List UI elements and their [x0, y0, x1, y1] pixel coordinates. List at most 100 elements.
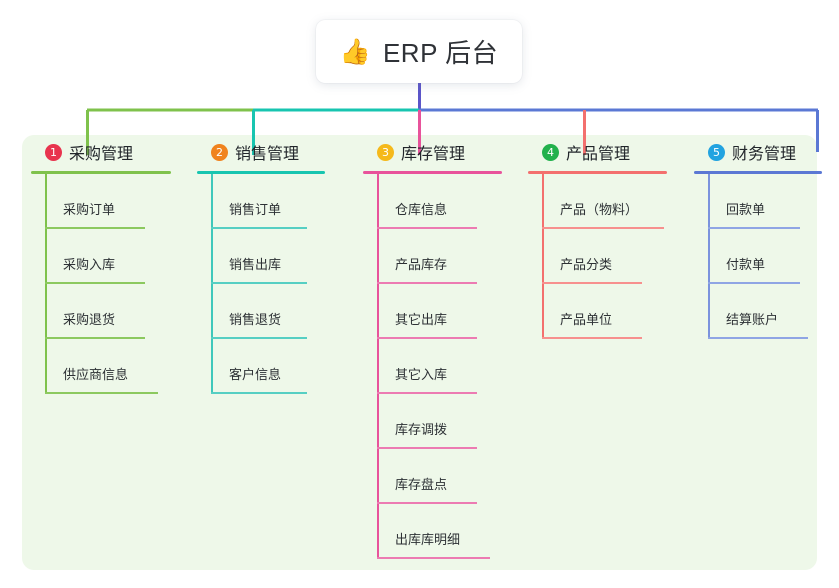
leaf-label: 销售退货 [229, 312, 282, 327]
branch-column-1: 1 采购管理 采购订单 采购入库 采购退货 供应商信 [27, 135, 187, 394]
leaf-item[interactable]: 其它出库 [377, 284, 524, 339]
branch-spine-5 [708, 174, 710, 339]
leaf-label: 其它入库 [395, 367, 448, 382]
branch-leaves-5: 回款单 付款单 结算账户 [690, 174, 839, 339]
branch-leaves-2: 销售订单 销售出库 销售退货 客户信息 [193, 174, 353, 394]
leaf-label: 付款单 [726, 257, 766, 272]
leaf-item[interactable]: 付款单 [708, 229, 839, 284]
branch-leaves-3: 仓库信息 产品库存 其它出库 其它入库 库存调拨 [359, 174, 524, 559]
branch-title-4: 产品管理 [566, 146, 631, 163]
leaf-label: 供应商信息 [63, 367, 129, 382]
leaf-label: 其它出库 [395, 312, 448, 327]
leaf-underline [211, 337, 307, 339]
branch-rule-3 [363, 171, 502, 174]
leaf-label: 回款单 [726, 202, 766, 217]
leaf-item[interactable]: 结算账户 [708, 284, 839, 339]
leaf-label: 采购入库 [63, 257, 116, 272]
root-node-erp-backend[interactable]: 👍 ERP 后台 [316, 20, 522, 83]
leaf-underline [377, 227, 477, 229]
leaf-underline [45, 337, 145, 339]
branch-badge-4: 4 [542, 143, 559, 161]
leaf-underline [542, 337, 642, 339]
branch-rule-5 [694, 171, 822, 174]
branch-title-1: 采购管理 [69, 146, 134, 163]
branch-header-1[interactable]: 1 采购管理 [27, 135, 187, 169]
leaf-underline [45, 282, 145, 284]
leaf-item[interactable]: 产品库存 [377, 229, 524, 284]
leaf-item[interactable]: 库存盘点 [377, 449, 524, 504]
leaf-underline [377, 447, 477, 449]
branch-rule-4 [528, 171, 667, 174]
branch-title-2: 销售管理 [235, 146, 300, 163]
leaf-label: 产品库存 [395, 257, 448, 272]
branch-header-4[interactable]: 4 产品管理 [524, 135, 694, 169]
leaf-item[interactable]: 库存调拨 [377, 394, 524, 449]
leaf-item[interactable]: 销售出库 [211, 229, 353, 284]
branch-badge-5: 5 [708, 143, 725, 161]
leaf-underline [45, 227, 145, 229]
branch-badge-1: 1 [45, 143, 62, 161]
branch-column-5: 5 财务管理 回款单 付款单 结算账户 [690, 135, 839, 339]
thumbs-up-icon: 👍 [339, 38, 371, 66]
leaf-item[interactable]: 采购订单 [45, 174, 187, 229]
leaf-label: 库存调拨 [395, 422, 448, 437]
leaf-label: 采购退货 [63, 312, 116, 327]
leaf-underline [542, 227, 664, 229]
leaf-underline [211, 282, 307, 284]
leaf-item[interactable]: 产品分类 [542, 229, 694, 284]
leaf-item[interactable]: 客户信息 [211, 339, 353, 394]
leaf-label: 结算账户 [726, 312, 779, 327]
leaf-item[interactable]: 出库库明细 [377, 504, 524, 559]
branch-spine-3 [377, 174, 379, 559]
branch-title-3: 库存管理 [401, 146, 466, 163]
leaf-label: 销售出库 [229, 257, 282, 272]
leaf-item[interactable]: 采购入库 [45, 229, 187, 284]
branch-header-3[interactable]: 3 库存管理 [359, 135, 524, 169]
branch-badge-2: 2 [211, 143, 228, 161]
leaf-item[interactable]: 销售退货 [211, 284, 353, 339]
leaf-item[interactable]: 产品（物料） [542, 174, 694, 229]
leaf-underline [708, 282, 800, 284]
leaf-underline [377, 337, 477, 339]
branch-spine-4 [542, 174, 544, 339]
leaf-underline [377, 282, 477, 284]
leaf-item[interactable]: 销售订单 [211, 174, 353, 229]
root-node-title: ERP 后台 [382, 38, 499, 68]
leaf-underline [211, 227, 307, 229]
branch-header-5[interactable]: 5 财务管理 [690, 135, 839, 169]
branch-badge-3: 3 [377, 143, 394, 161]
branch-column-2: 2 销售管理 销售订单 销售出库 销售退货 客户信息 [193, 135, 353, 394]
leaf-item[interactable]: 供应商信息 [45, 339, 187, 394]
leaf-underline [377, 502, 477, 504]
branch-leaves-4: 产品（物料） 产品分类 产品单位 [524, 174, 694, 339]
leaf-underline [377, 557, 490, 559]
branch-columns: 1 采购管理 采购订单 采购入库 采购退货 供应商信 [22, 135, 822, 570]
leaf-label: 客户信息 [229, 367, 282, 382]
leaf-underline [377, 392, 477, 394]
branch-title-5: 财务管理 [732, 146, 797, 163]
leaf-item[interactable]: 其它入库 [377, 339, 524, 394]
branches-panel [22, 135, 817, 570]
branch-spine-1 [45, 174, 47, 394]
leaf-item[interactable]: 产品单位 [542, 284, 694, 339]
leaf-label: 销售订单 [229, 202, 282, 217]
leaf-item[interactable]: 回款单 [708, 174, 839, 229]
leaf-label: 出库库明细 [395, 532, 461, 547]
leaf-underline [708, 337, 808, 339]
leaf-label: 仓库信息 [395, 202, 448, 217]
branch-leaves-1: 采购订单 采购入库 采购退货 供应商信息 [27, 174, 187, 394]
leaf-underline [211, 392, 307, 394]
branch-column-4: 4 产品管理 产品（物料） 产品分类 产品单位 [524, 135, 694, 339]
leaf-underline [45, 392, 158, 394]
branch-column-3: 3 库存管理 仓库信息 产品库存 其它出库 其它入库 [359, 135, 524, 559]
branch-spine-2 [211, 174, 213, 394]
branch-rule-2 [197, 171, 325, 174]
leaf-label: 产品分类 [560, 257, 613, 272]
branch-rule-1 [31, 171, 171, 174]
leaf-label: 采购订单 [63, 202, 116, 217]
leaf-item[interactable]: 仓库信息 [377, 174, 524, 229]
branch-header-2[interactable]: 2 销售管理 [193, 135, 353, 169]
leaf-item[interactable]: 采购退货 [45, 284, 187, 339]
leaf-label: 产品（物料） [560, 202, 639, 217]
